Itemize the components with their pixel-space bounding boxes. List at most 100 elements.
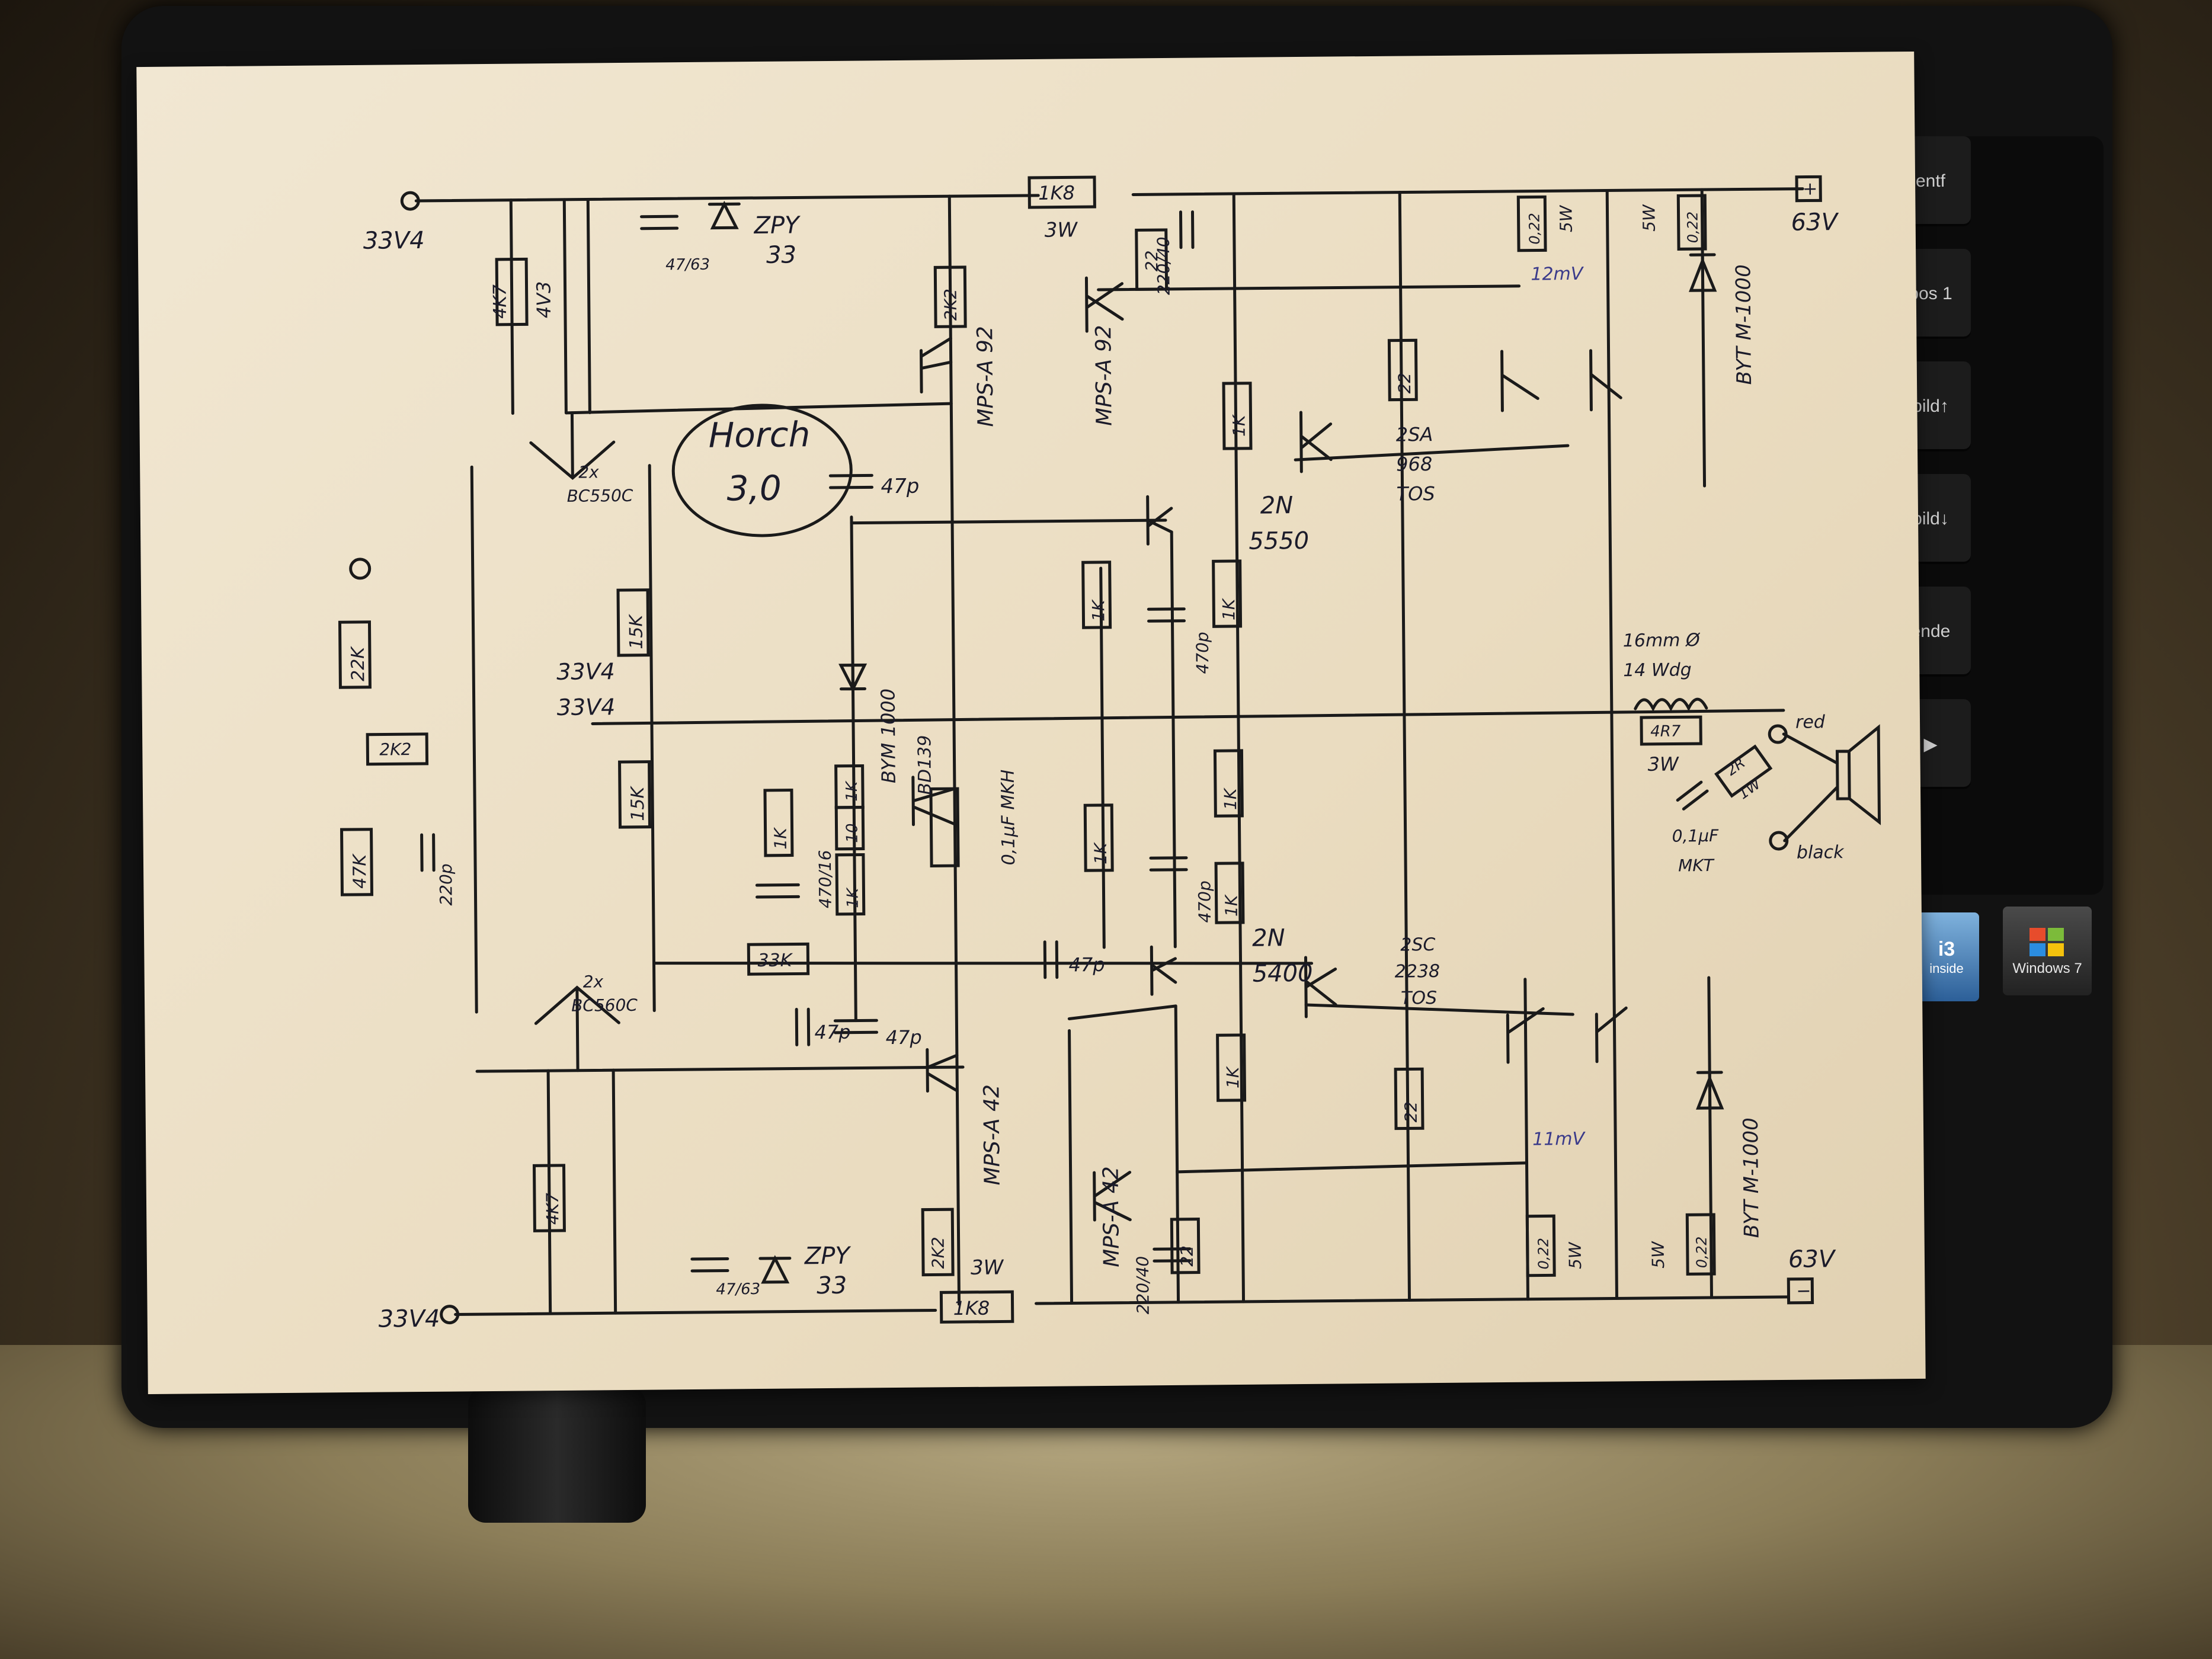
label-ref-mid-1: 33V4 bbox=[556, 658, 615, 685]
bottom-rail-right bbox=[1035, 1295, 1791, 1305]
transistor-2n5400 bbox=[1150, 945, 1177, 996]
speaker-icon bbox=[1835, 724, 1881, 825]
intel-line2: inside bbox=[1929, 960, 1964, 976]
resistor bbox=[1676, 194, 1707, 251]
input-jack bbox=[349, 558, 372, 580]
transistor-output-3 bbox=[1506, 1007, 1545, 1064]
label: MPS-A 42 bbox=[1099, 1166, 1124, 1267]
cap-01uf-mkt bbox=[1676, 780, 1709, 811]
transistor-mpsa42-b bbox=[1093, 1171, 1132, 1222]
wire bbox=[1294, 444, 1570, 462]
label: 47K bbox=[350, 853, 371, 889]
label: black bbox=[1797, 842, 1845, 863]
label: 1K bbox=[844, 887, 862, 908]
label: 470p bbox=[1195, 880, 1215, 923]
label: 0,1µF bbox=[1672, 826, 1720, 846]
minus-symbol: − bbox=[1796, 1281, 1811, 1302]
resistor bbox=[939, 1290, 1014, 1324]
label: 15K bbox=[626, 613, 647, 649]
wire bbox=[947, 194, 953, 364]
label: 4R7 bbox=[1650, 722, 1681, 740]
wire bbox=[1707, 976, 1714, 1299]
label-supply-top-left: 33V4 bbox=[363, 227, 425, 255]
label: red bbox=[1795, 712, 1826, 732]
resistor bbox=[1135, 228, 1169, 291]
label: 12mV bbox=[1531, 264, 1584, 285]
wire bbox=[1097, 284, 1521, 292]
label: 14 Wdg bbox=[1623, 659, 1692, 681]
label: 470/16 bbox=[815, 850, 835, 908]
label: 3W bbox=[1647, 752, 1679, 775]
wire bbox=[1174, 1004, 1180, 1304]
label: 33K bbox=[757, 950, 793, 972]
label: BYT M-1000 bbox=[1739, 1117, 1764, 1238]
resistor bbox=[618, 760, 652, 829]
title-line1: Horch bbox=[708, 414, 810, 455]
resistor bbox=[1222, 382, 1253, 450]
label: 4V3 bbox=[532, 281, 555, 318]
label: 1K bbox=[1222, 893, 1241, 917]
diode-bytm-top bbox=[1689, 253, 1717, 292]
label: MPS-A 92 bbox=[973, 326, 998, 427]
resistor bbox=[921, 1208, 955, 1277]
wire bbox=[1782, 732, 1839, 843]
label: 2N bbox=[1260, 492, 1294, 519]
bottom-rail-left bbox=[454, 1308, 937, 1317]
label: 16mm Ø bbox=[1623, 630, 1701, 651]
title-ellipse bbox=[671, 403, 853, 537]
wire bbox=[546, 1069, 552, 1315]
label: BYM 1000 bbox=[876, 688, 899, 783]
wire bbox=[612, 1068, 617, 1315]
resistor bbox=[495, 257, 529, 326]
label: 2238 bbox=[1395, 961, 1440, 982]
label: 1W bbox=[1735, 775, 1764, 802]
label: ZPY bbox=[753, 212, 801, 239]
terminal-63v-top bbox=[1795, 175, 1822, 203]
label: 47p bbox=[1068, 953, 1105, 976]
label: 0,1µF MKH bbox=[998, 769, 1019, 865]
wire bbox=[1237, 713, 1246, 1304]
label: 1K bbox=[1091, 841, 1110, 864]
cap-47p-c bbox=[833, 1019, 879, 1035]
resistor bbox=[747, 942, 810, 976]
resistor bbox=[1525, 1214, 1556, 1277]
resistor bbox=[1170, 1218, 1201, 1274]
label: TOS bbox=[1401, 988, 1437, 1009]
keyboard: entf pos 1 bild↑ bild↓ ende ▲ ◀ ▶ bbox=[1790, 136, 2104, 895]
transistor-mpsa92-b bbox=[1084, 276, 1124, 333]
transistor-bc560c bbox=[534, 985, 620, 1072]
wire bbox=[562, 198, 568, 415]
transistor-output-2 bbox=[1589, 349, 1622, 412]
resistor bbox=[933, 265, 967, 328]
resistor bbox=[1714, 744, 1773, 798]
label: 1K8 bbox=[1038, 181, 1075, 204]
windows-sticker: Windows 7 bbox=[2003, 907, 2092, 995]
label: 5W bbox=[1648, 1241, 1668, 1269]
label: 47p bbox=[885, 1026, 921, 1049]
wire bbox=[1398, 191, 1411, 1302]
label: 22 bbox=[1401, 1101, 1421, 1123]
zener-top bbox=[708, 200, 741, 230]
label: 22 bbox=[1177, 1245, 1197, 1267]
intel-line1: i3 bbox=[1938, 937, 1955, 960]
label: 2SA bbox=[1396, 423, 1433, 446]
label: MPS-A 42 bbox=[979, 1084, 1004, 1186]
label: 2SC bbox=[1400, 934, 1435, 956]
label: 33 bbox=[766, 241, 796, 268]
output-bus bbox=[591, 709, 1785, 725]
label: 5W bbox=[1639, 204, 1659, 232]
resistor bbox=[1216, 1033, 1247, 1102]
label: 1K bbox=[1089, 598, 1108, 622]
resistor bbox=[835, 853, 866, 916]
wire bbox=[586, 197, 591, 414]
resistor bbox=[616, 588, 650, 657]
label: 4K7 bbox=[543, 1193, 562, 1225]
resistor bbox=[1685, 1213, 1716, 1276]
title-line2: 3,0 bbox=[726, 468, 782, 509]
transistor-output-4 bbox=[1595, 1006, 1628, 1064]
resistor bbox=[532, 1164, 566, 1232]
resistor bbox=[763, 789, 794, 857]
label: 33 bbox=[817, 1272, 847, 1299]
label-supply-bottom-left: 33V4 bbox=[379, 1305, 440, 1333]
label: 47p bbox=[881, 475, 919, 499]
